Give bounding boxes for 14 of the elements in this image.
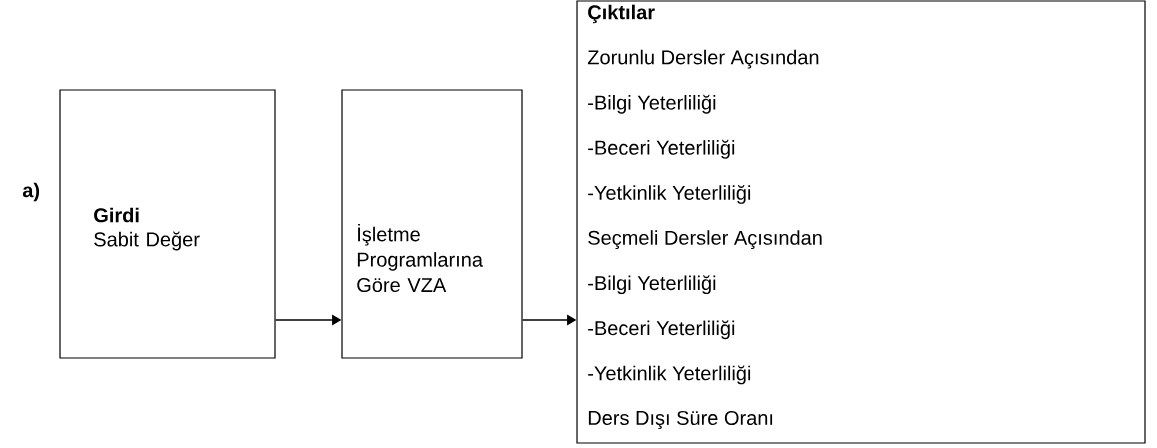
list-item: -Beceri Yeterliliği bbox=[588, 320, 735, 340]
list-item: -Beceri Yeterliliği bbox=[588, 139, 735, 159]
heading: Çıktılar bbox=[588, 4, 655, 24]
list-item: Zorunlu Dersler Açısından bbox=[587, 49, 819, 69]
box-text: İşletme Programlarına Göre VZA bbox=[357, 223, 483, 293]
list-item: Ders Dışı Süre Oranı bbox=[588, 410, 773, 430]
box-text: Sabit Değer bbox=[94, 231, 200, 251]
list-item: -Yetkinlik Yeterliliği bbox=[588, 365, 751, 385]
list-item: -Bilgi Yeterliliği bbox=[588, 94, 716, 114]
list-item: Seçmeli Dersler Açısından bbox=[588, 230, 822, 249]
panel-label: a) bbox=[22, 182, 40, 202]
heading: Girdi bbox=[94, 207, 139, 223]
list-item: -Yetkinlik Yeterliliği bbox=[588, 185, 751, 204]
list-item: -Bilgi Yeterliliği bbox=[588, 275, 716, 295]
